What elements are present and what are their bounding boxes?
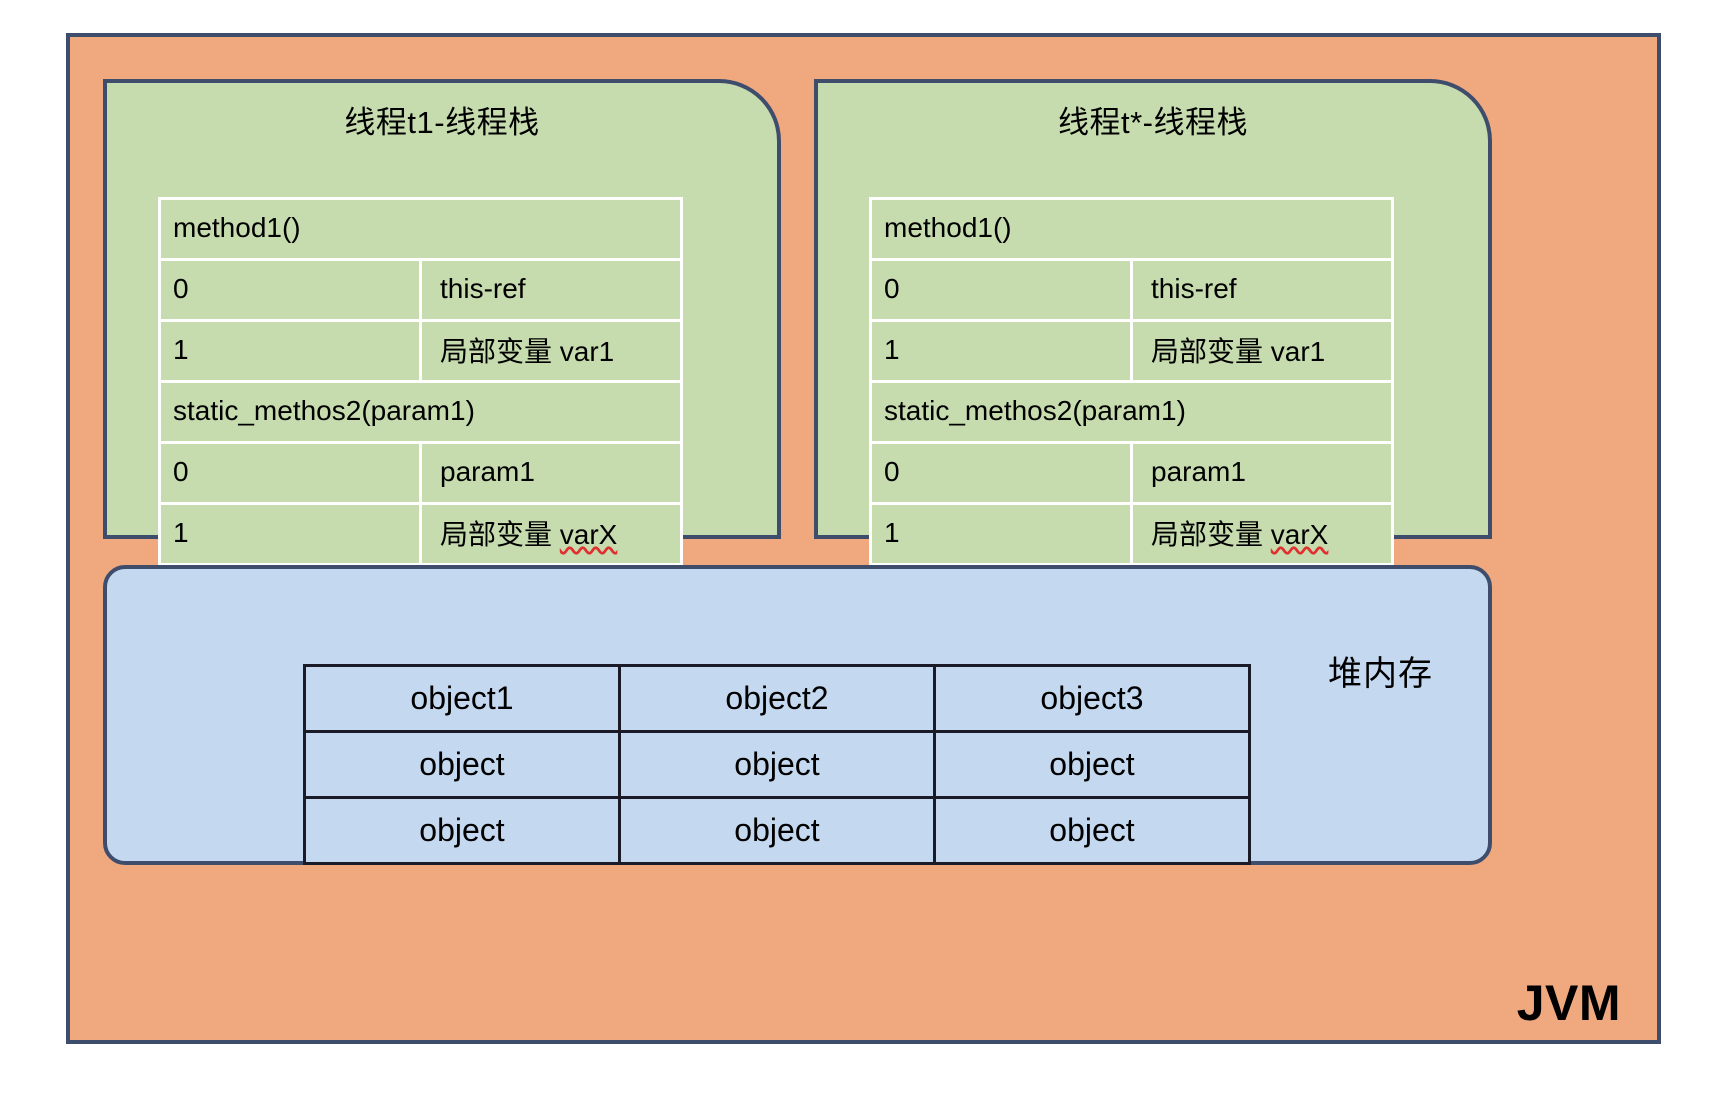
table-row: 1 局部变量 var1	[158, 319, 683, 383]
slot-index: 1	[869, 319, 1133, 383]
table-row: object object object	[303, 796, 1251, 865]
thread-stack-panel-1: 线程t1-线程栈 method1() 0 this-ref 1 局部变量 var…	[103, 79, 781, 566]
frame-method-name: static_methos2(param1)	[158, 380, 683, 444]
table-row: 1 局部变量 var1	[869, 319, 1394, 383]
slot-value: 局部变量 varX	[1130, 502, 1394, 566]
slot-value: this-ref	[1130, 258, 1394, 322]
slot-value: 局部变量 var1	[1130, 319, 1394, 383]
frame-method-name: static_methos2(param1)	[869, 380, 1394, 444]
jvm-container: 线程t1-线程栈 method1() 0 this-ref 1 局部变量 var…	[66, 33, 1661, 1044]
slot-value: param1	[419, 441, 683, 505]
heap-cell: object	[618, 796, 936, 865]
heap-object-table: object1 object2 object3 object object ob…	[303, 664, 1251, 865]
frame-method-name: method1()	[869, 197, 1394, 261]
slot-value: param1	[1130, 441, 1394, 505]
table-row: 1 局部变量 varX	[158, 502, 683, 566]
heap-cell: object3	[933, 664, 1251, 733]
slot-index: 0	[869, 441, 1133, 505]
slot-index: 1	[158, 502, 422, 566]
slot-value: this-ref	[419, 258, 683, 322]
slot-index: 1	[158, 319, 422, 383]
thread-stack-title: 线程t1-线程栈	[344, 105, 540, 140]
heap-cell: object	[303, 796, 621, 865]
heap-cell: object1	[303, 664, 621, 733]
slot-index: 1	[869, 502, 1133, 566]
table-row: 0 param1	[158, 441, 683, 505]
table-row: method1()	[158, 197, 683, 261]
heap-cell: object	[618, 730, 936, 799]
slot-index: 0	[158, 441, 422, 505]
stack-frame-table: method1() 0 this-ref 1 局部变量 var1 static_…	[158, 197, 683, 566]
frame-method-name: method1()	[158, 197, 683, 261]
jvm-label: JVM	[1516, 975, 1621, 1031]
table-row: static_methos2(param1)	[158, 380, 683, 444]
heap-cell: object	[303, 730, 621, 799]
heap-memory-panel: 堆内存 object1 object2 object3 object objec…	[103, 565, 1492, 865]
table-row: method1()	[869, 197, 1394, 261]
slot-value: 局部变量 var1	[419, 319, 683, 383]
heap-cell: object	[933, 796, 1251, 865]
thread-stack-title: 线程t*-线程栈	[1058, 105, 1248, 140]
table-row: static_methos2(param1)	[869, 380, 1394, 444]
thread-stack-panel-2: 线程t*-线程栈 method1() 0 this-ref 1 局部变量 var…	[814, 79, 1492, 566]
slot-index: 0	[869, 258, 1133, 322]
table-row: object1 object2 object3	[303, 664, 1251, 733]
slot-index: 0	[158, 258, 422, 322]
slot-value: 局部变量 varX	[419, 502, 683, 566]
table-row: 0 param1	[869, 441, 1394, 505]
table-row: 0 this-ref	[158, 258, 683, 322]
table-row: object object object	[303, 730, 1251, 799]
table-row: 0 this-ref	[869, 258, 1394, 322]
table-row: 1 局部变量 varX	[869, 502, 1394, 566]
heap-memory-label: 堆内存	[1328, 655, 1433, 693]
heap-cell: object	[933, 730, 1251, 799]
heap-cell: object2	[618, 664, 936, 733]
stack-frame-table: method1() 0 this-ref 1 局部变量 var1 static_…	[869, 197, 1394, 566]
